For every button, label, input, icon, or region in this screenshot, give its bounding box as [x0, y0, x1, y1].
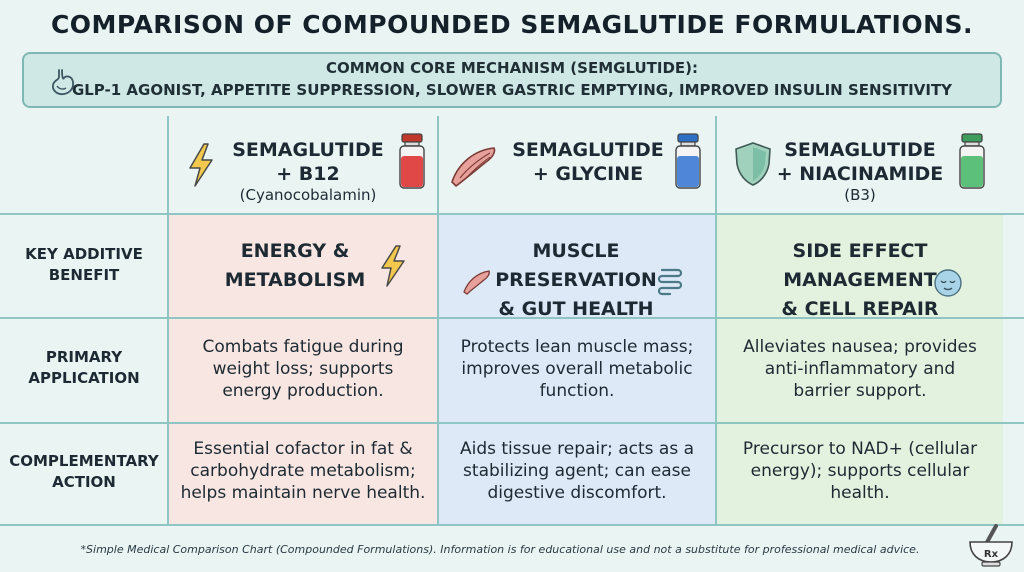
stomach-icon: [52, 69, 75, 96]
mechanism-heading: COMMON CORE MECHANISM (SEMGLUTIDE):: [325, 59, 699, 77]
page-title: COMPARISON OF COMPOUNDED SEMAGLUTIDE FOR…: [50, 10, 974, 39]
shield-icon: [735, 142, 771, 186]
divider: [0, 213, 1024, 215]
row-label-application: PRIMARY APPLICATION: [28, 348, 140, 387]
divider: [0, 422, 1024, 424]
divider: [0, 524, 1024, 526]
benefit-niacinamide: SIDE EFFECT MANAGEMENT & CELL REPAIR: [781, 240, 939, 320]
col-bg-niacinamide: [717, 214, 1003, 526]
intestine-icon: [657, 268, 683, 296]
muscle-icon: [463, 270, 490, 295]
divider: [437, 116, 439, 526]
column-title-line1: SEMAGLUTIDE: [784, 139, 936, 161]
benefit-b12: ENERGY & METABOLISM: [224, 240, 366, 291]
complementary-glycine: Aids tissue repair; acts as a stabilizin…: [459, 439, 695, 503]
complementary-b12: Essential cofactor in fat & carbohydrate…: [180, 439, 426, 503]
calm-face-icon: [934, 269, 962, 297]
complementary-niacinamide: Precursor to NAD+ (cellular energy); sup…: [742, 439, 978, 503]
divider: [0, 317, 1024, 319]
muscle-icon: [451, 147, 496, 188]
divider: [167, 116, 169, 526]
mechanism-banner: COMMON CORE MECHANISM (SEMGLUTIDE): GLP-…: [22, 52, 1002, 108]
row-label-benefit: KEY ADDITIVE BENEFIT: [25, 245, 143, 284]
column-title-line1: SEMAGLUTIDE: [232, 139, 384, 161]
application-niacinamide: Alleviates nausea; provides anti-inflamm…: [743, 337, 977, 401]
application-b12: Combats fatigue during weight loss; supp…: [202, 337, 404, 401]
comparison-table: SEMAGLUTIDE + B12 (Cyanocobalamin) SEMAG…: [0, 116, 1024, 526]
footnote: *Simple Medical Comparison Chart (Compou…: [80, 543, 920, 556]
column-subtitle: (B3): [844, 186, 876, 204]
vial-icon: [959, 133, 985, 189]
mortar-pestle-rx-icon: Rx: [969, 524, 1013, 567]
column-title-line2: + NIACINAMIDE: [776, 163, 944, 185]
vial-icon: [675, 133, 701, 189]
row-label-complementary: COMPLEMENTARY ACTION: [9, 452, 159, 491]
column-title-line2: + GLYCINE: [532, 163, 644, 185]
mechanism-text: GLP-1 AGONIST, APPETITE SUPPRESSION, SLO…: [71, 81, 953, 99]
application-glycine: Protects lean muscle mass; improves over…: [460, 337, 694, 401]
rx-label: Rx: [984, 549, 999, 560]
column-subtitle: (Cyanocobalamin): [239, 186, 377, 204]
vial-icon: [399, 133, 425, 189]
col-bg-glycine: [439, 214, 716, 526]
divider: [715, 116, 717, 526]
lightning-icon: [189, 143, 213, 187]
lightning-icon: [381, 245, 405, 287]
column-title-line2: + B12: [276, 163, 340, 185]
column-title-line1: SEMAGLUTIDE: [512, 139, 664, 161]
benefit-glycine: MUSCLE PRESERVATION & GUT HEALTH: [495, 240, 657, 320]
